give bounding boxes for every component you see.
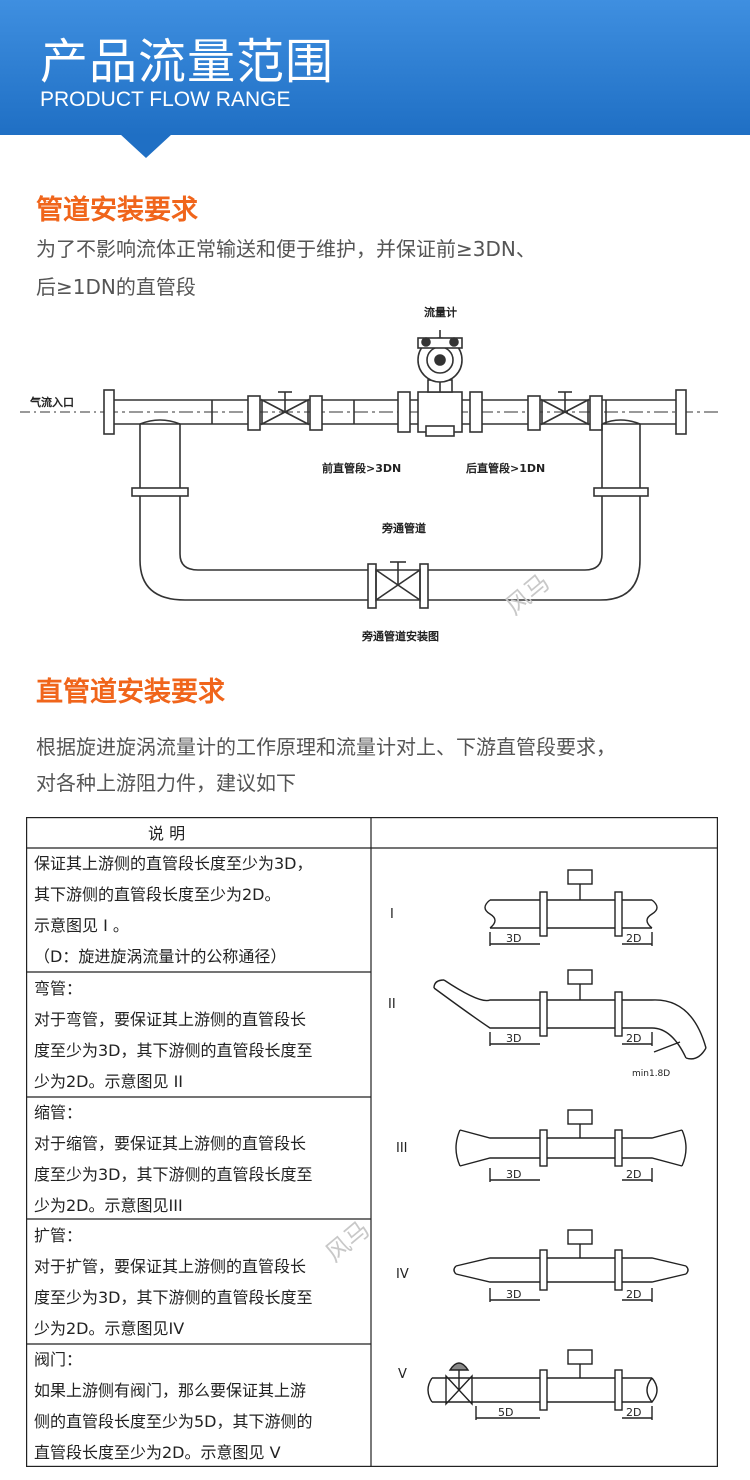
section1-text-line1: 为了不影响流体正常输送和便于维护，并保证前≥3DN、 bbox=[36, 237, 536, 261]
row4-line3: 度至少为3D，其下游侧的直管段长度至 bbox=[34, 1288, 313, 1307]
front-section-label: 前直管段>3DN bbox=[322, 461, 401, 475]
schematics-column: I II III IV V 3D 2D 3D 2D min1.8D 3D 2D … bbox=[388, 869, 707, 1420]
section1-text-line2: 后≥1DN的直管段 bbox=[36, 275, 196, 299]
schematic-iii bbox=[455, 1109, 687, 1182]
schematic-v bbox=[427, 1349, 658, 1420]
row1-line1: 保证其上游侧的直管段长度至少为3D， bbox=[34, 854, 313, 873]
row1-line2: 其下游侧的直管段长度至少为2D。 bbox=[34, 885, 281, 904]
numeral-i: I bbox=[390, 907, 394, 922]
dim-iv-down: 2D bbox=[626, 1288, 641, 1301]
dim-ii-extra: min1.8D bbox=[632, 1069, 670, 1079]
schematic-ii bbox=[433, 969, 707, 1060]
row4-line2: 对于扩管，要保证其上游侧的直管段长 bbox=[34, 1257, 307, 1276]
section2-text-line2: 对各种上游阻力件，建议如下 bbox=[36, 771, 296, 795]
header-banner: 产品流量范围 PRODUCT FLOW RANGE bbox=[0, 0, 750, 135]
table-row-2-text: 弯管： 对于弯管，要保证其上游侧的直管段长 度至少为3D，其下游侧的直管段长度至… bbox=[34, 973, 370, 1097]
dim-v-down: 2D bbox=[626, 1406, 641, 1419]
numeral-ii: II bbox=[388, 997, 396, 1012]
table-header-description: 说 明 bbox=[148, 824, 186, 843]
page-subtitle: PRODUCT FLOW RANGE bbox=[40, 88, 291, 111]
meter-label: 流量计 bbox=[424, 305, 457, 319]
row2-line1: 弯管： bbox=[34, 979, 83, 998]
table-row-5-text: 阀门： 如果上游侧有阀门，那么要保证其上游 侧的直管段长度至少为5D，其下游侧的… bbox=[34, 1344, 370, 1468]
bypass-installation-diagram: 流量计 气流入口 前直管段>3DN 后直管段>1DN 旁通管道 旁通管道安装图 bbox=[20, 305, 720, 643]
diagram-caption: 旁通管道安装图 bbox=[361, 629, 439, 643]
section2-text-line1: 根据旋进旋涡流量计的工作原理和流量计对上、下游直管段要求， bbox=[36, 735, 616, 759]
row5-line4: 直管段长度至少为2D。示意图见 V bbox=[34, 1443, 281, 1462]
dim-ii-down: 2D bbox=[626, 1032, 641, 1045]
dim-ii-up: 3D bbox=[506, 1032, 521, 1045]
numeral-iv: IV bbox=[396, 1267, 409, 1282]
inlet-label: 气流入口 bbox=[29, 395, 74, 409]
dim-v-up: 5D bbox=[498, 1406, 513, 1419]
numeral-v: V bbox=[398, 1367, 407, 1382]
row5-line3: 侧的直管段长度至少为5D，其下游侧的 bbox=[34, 1412, 313, 1431]
section1-title: 管道安装要求 bbox=[36, 195, 198, 226]
dim-iii-down: 2D bbox=[626, 1168, 641, 1181]
row5-line2: 如果上游侧有阀门，那么要保证其上游 bbox=[34, 1381, 307, 1400]
numeral-iii: III bbox=[396, 1141, 408, 1156]
schematic-i bbox=[484, 869, 658, 946]
row1-line4: （D：旋进旋涡流量计的公称通径） bbox=[34, 947, 287, 966]
schematic-iv bbox=[453, 1229, 689, 1302]
row2-line2: 对于弯管，要保证其上游侧的直管段长 bbox=[34, 1010, 307, 1029]
row4-line1: 扩管： bbox=[34, 1226, 83, 1245]
header-notch bbox=[120, 134, 172, 158]
row5-line1: 阀门： bbox=[34, 1350, 83, 1369]
row3-line1: 缩管： bbox=[34, 1103, 83, 1122]
row2-line4: 少为2D。示意图见 II bbox=[34, 1072, 184, 1091]
requirements-table bbox=[26, 817, 718, 1467]
table-row-4-text: 扩管： 对于扩管，要保证其上游侧的直管段长 度至少为3D，其下游侧的直管段长度至… bbox=[34, 1220, 370, 1344]
dim-i-up: 3D bbox=[506, 932, 521, 945]
row3-line4: 少为2D。示意图见III bbox=[34, 1196, 183, 1215]
dim-i-down: 2D bbox=[626, 932, 641, 945]
dim-iii-up: 3D bbox=[506, 1168, 521, 1181]
row3-line3: 度至少为3D，其下游侧的直管段长度至 bbox=[34, 1165, 313, 1184]
section2-title: 直管道安装要求 bbox=[36, 677, 225, 708]
row3-line2: 对于缩管，要保证其上游侧的直管段长 bbox=[34, 1134, 307, 1153]
bypass-label: 旁通管道 bbox=[381, 521, 426, 535]
back-section-label: 后直管段>1DN bbox=[466, 461, 545, 475]
row4-line4: 少为2D。示意图见IV bbox=[34, 1319, 185, 1338]
row1-line3: 示意图见 I 。 bbox=[34, 916, 129, 935]
page-title: 产品流量范围 bbox=[40, 34, 335, 90]
row2-line3: 度至少为3D，其下游侧的直管段长度至 bbox=[34, 1041, 313, 1060]
table-row-1-text: 保证其上游侧的直管段长度至少为3D， 其下游侧的直管段长度至少为2D。 示意图见… bbox=[34, 848, 370, 972]
dim-iv-up: 3D bbox=[506, 1288, 521, 1301]
table-row-3-text: 缩管： 对于缩管，要保证其上游侧的直管段长 度至少为3D，其下游侧的直管段长度至… bbox=[34, 1097, 370, 1221]
